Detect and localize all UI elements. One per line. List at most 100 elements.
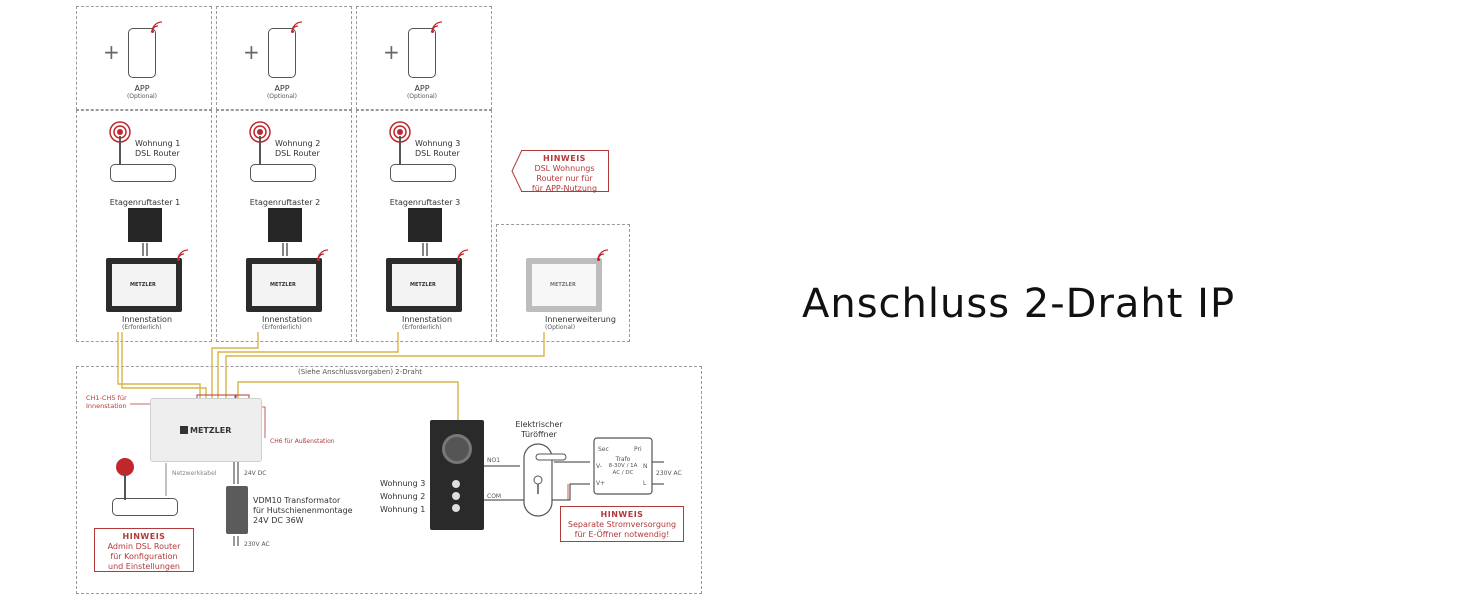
hint-line: DSL Wohnungs <box>534 164 595 173</box>
smartphone-icon <box>128 28 156 78</box>
hint-line: für Konfiguration <box>110 552 178 561</box>
trafo-vplus: V+ <box>596 480 606 487</box>
ch-outdoor-label: CH6 für Außenstation <box>270 438 335 445</box>
router-antenna <box>119 136 121 164</box>
trafo-title: Trafo <box>615 456 631 463</box>
app-sub: (Optional) <box>266 93 298 100</box>
trafo-acdc: AC / DC <box>612 470 634 476</box>
router-sub: DSL Router <box>275 149 320 158</box>
router-icon <box>390 164 456 182</box>
station-sub: (Erforderlich) <box>262 324 302 331</box>
admin-router-icon <box>112 498 178 516</box>
floor-button-label: Etagenruftaster 2 <box>249 198 321 207</box>
floor-button <box>128 208 162 242</box>
wifi-icon <box>597 249 609 261</box>
trafo-sec: Sec <box>598 446 609 453</box>
hint-line: Separate Stromversorgung <box>567 520 677 529</box>
app-label: APP <box>414 84 430 93</box>
station-label: Innenstation <box>122 315 173 324</box>
hint-admin-router: HINWEIS Admin DSL Router für Konfigurati… <box>94 528 194 572</box>
bell-button-3 <box>452 480 460 488</box>
app-label: APP <box>134 84 150 93</box>
router-icon <box>110 164 176 182</box>
router-icon <box>250 164 316 182</box>
wifi-icon <box>431 21 443 33</box>
trafo-ac-label: 230V AC <box>656 470 682 477</box>
hint-line: Admin DSL Router <box>107 542 181 551</box>
unit-frame-1 <box>76 110 212 342</box>
app-frame-2 <box>216 6 352 110</box>
wire-unit-3 <box>217 332 399 398</box>
wiring-note: (Siehe Anschlussvorgaben) 2-Draht <box>298 368 423 376</box>
trafo-n: N <box>643 463 648 470</box>
installation-frame <box>76 366 702 594</box>
smartphone-icon <box>268 28 296 78</box>
page-title: Anschluss 2-Draht IP <box>802 281 1236 327</box>
wohnung-1-label: Wohnung 1 <box>380 505 426 514</box>
trafo-rating: 8-30V / 1A <box>608 463 638 469</box>
hint-line: für E-Öffner notwendig! <box>574 530 670 539</box>
controller-device <box>150 398 262 462</box>
wire-extension <box>225 332 545 398</box>
com-label: COM <box>487 493 502 500</box>
station-label: Innenstation <box>402 315 453 324</box>
router-sub: DSL Router <box>415 149 460 158</box>
hint-line: und Einstellungen <box>108 562 180 571</box>
wifi-icon <box>291 21 303 33</box>
hint-power-supply: HINWEIS Separate Stromversorgung für E-Ö… <box>560 506 684 542</box>
station-label: Innenstation <box>262 315 313 324</box>
network-cable-label: Netzwerkkabel <box>172 470 217 477</box>
indoor-station: METZLER <box>246 258 322 312</box>
floor-button-label: Etagenruftaster 1 <box>109 198 181 207</box>
app-frame-3 <box>356 6 492 110</box>
indoor-extension: METZLER <box>526 258 602 312</box>
wire-outdoor <box>237 381 459 420</box>
router-antenna <box>399 136 401 164</box>
indoor-station: METZLER <box>106 258 182 312</box>
trafo-l: L <box>643 480 647 487</box>
wifi-icon <box>151 21 163 33</box>
trafo-pri: Pri <box>634 446 642 453</box>
app-sub: (Optional) <box>126 93 158 100</box>
door-opener-line-1: Elektrischer <box>515 420 563 429</box>
controller-brand: METZLER <box>180 426 231 435</box>
ch-indoor-label: CH1-CH5 für Innenstation <box>86 394 127 410</box>
admin-router-antenna-icon <box>116 458 134 476</box>
wire-unit-1 <box>117 332 201 398</box>
plus-icon: + <box>243 40 260 64</box>
hint-title: HINWEIS <box>122 532 166 541</box>
wire-unit-1b <box>121 332 207 398</box>
unit-frame-3 <box>356 110 492 342</box>
router-label: Wohnung 2 <box>275 139 321 148</box>
indoor-station: METZLER <box>386 258 462 312</box>
station-sub: (Erforderlich) <box>402 324 442 331</box>
hint-arrow-shape <box>511 150 523 192</box>
camera-icon <box>442 434 472 464</box>
router-label: Wohnung 1 <box>135 139 181 148</box>
smartphone-icon <box>408 28 436 78</box>
hint-app-router: HINWEIS DSL Wohnungs Router nur für für … <box>521 150 609 193</box>
hint-title: HINWEIS <box>543 154 586 163</box>
door-opener-line-2: Türöffner <box>521 430 557 439</box>
bell-button-2 <box>452 492 460 500</box>
transformer-ac: 230V AC <box>244 541 270 548</box>
hint-line: für APP-Nutzung <box>531 184 598 193</box>
transformer-line-2: für Hutschienenmontage <box>253 506 353 515</box>
wifi-icon <box>317 249 329 261</box>
floor-button <box>268 208 302 242</box>
din-transformer <box>226 486 248 534</box>
transformer-line-3: 24V DC 36W <box>253 516 304 525</box>
app-frame-1 <box>76 6 212 110</box>
wire-unit-2 <box>211 332 259 398</box>
hint-title: HINWEIS <box>600 510 644 519</box>
transformer-line-1: VDM10 Transformator <box>253 496 341 505</box>
hint-line: Router nur für <box>536 174 593 183</box>
no1-label: NO1 <box>487 457 501 464</box>
extension-sub: (Optional) <box>545 324 576 331</box>
plus-icon: + <box>103 40 120 64</box>
metzler-logo-icon <box>180 426 188 434</box>
wohnung-2-label: Wohnung 2 <box>380 492 426 501</box>
wohnung-3-label: Wohnung 3 <box>380 479 426 488</box>
app-label: APP <box>274 84 290 93</box>
